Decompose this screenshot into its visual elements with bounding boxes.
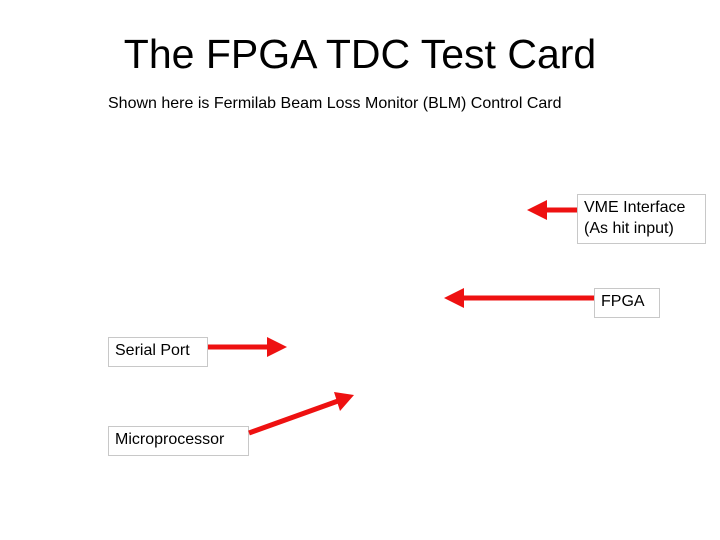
vme-arrow-icon bbox=[527, 200, 577, 220]
vme-interface-label: VME Interface bbox=[584, 199, 686, 216]
slide-subtitle: Shown here is Fermilab Beam Loss Monitor… bbox=[108, 95, 562, 112]
fpga-arrow-icon bbox=[444, 288, 594, 308]
vme-interface-note: (As hit input) bbox=[584, 220, 674, 237]
microprocessor-callout: Microprocessor bbox=[108, 426, 249, 456]
fpga-callout: FPGA bbox=[594, 288, 660, 318]
vme-interface-callout: VME Interface (As hit input) bbox=[577, 194, 706, 244]
microprocessor-arrow-icon bbox=[248, 392, 354, 436]
slide-title: The FPGA TDC Test Card bbox=[123, 31, 597, 77]
serial-port-arrow-icon bbox=[208, 337, 287, 357]
serial-port-callout: Serial Port bbox=[108, 337, 208, 367]
